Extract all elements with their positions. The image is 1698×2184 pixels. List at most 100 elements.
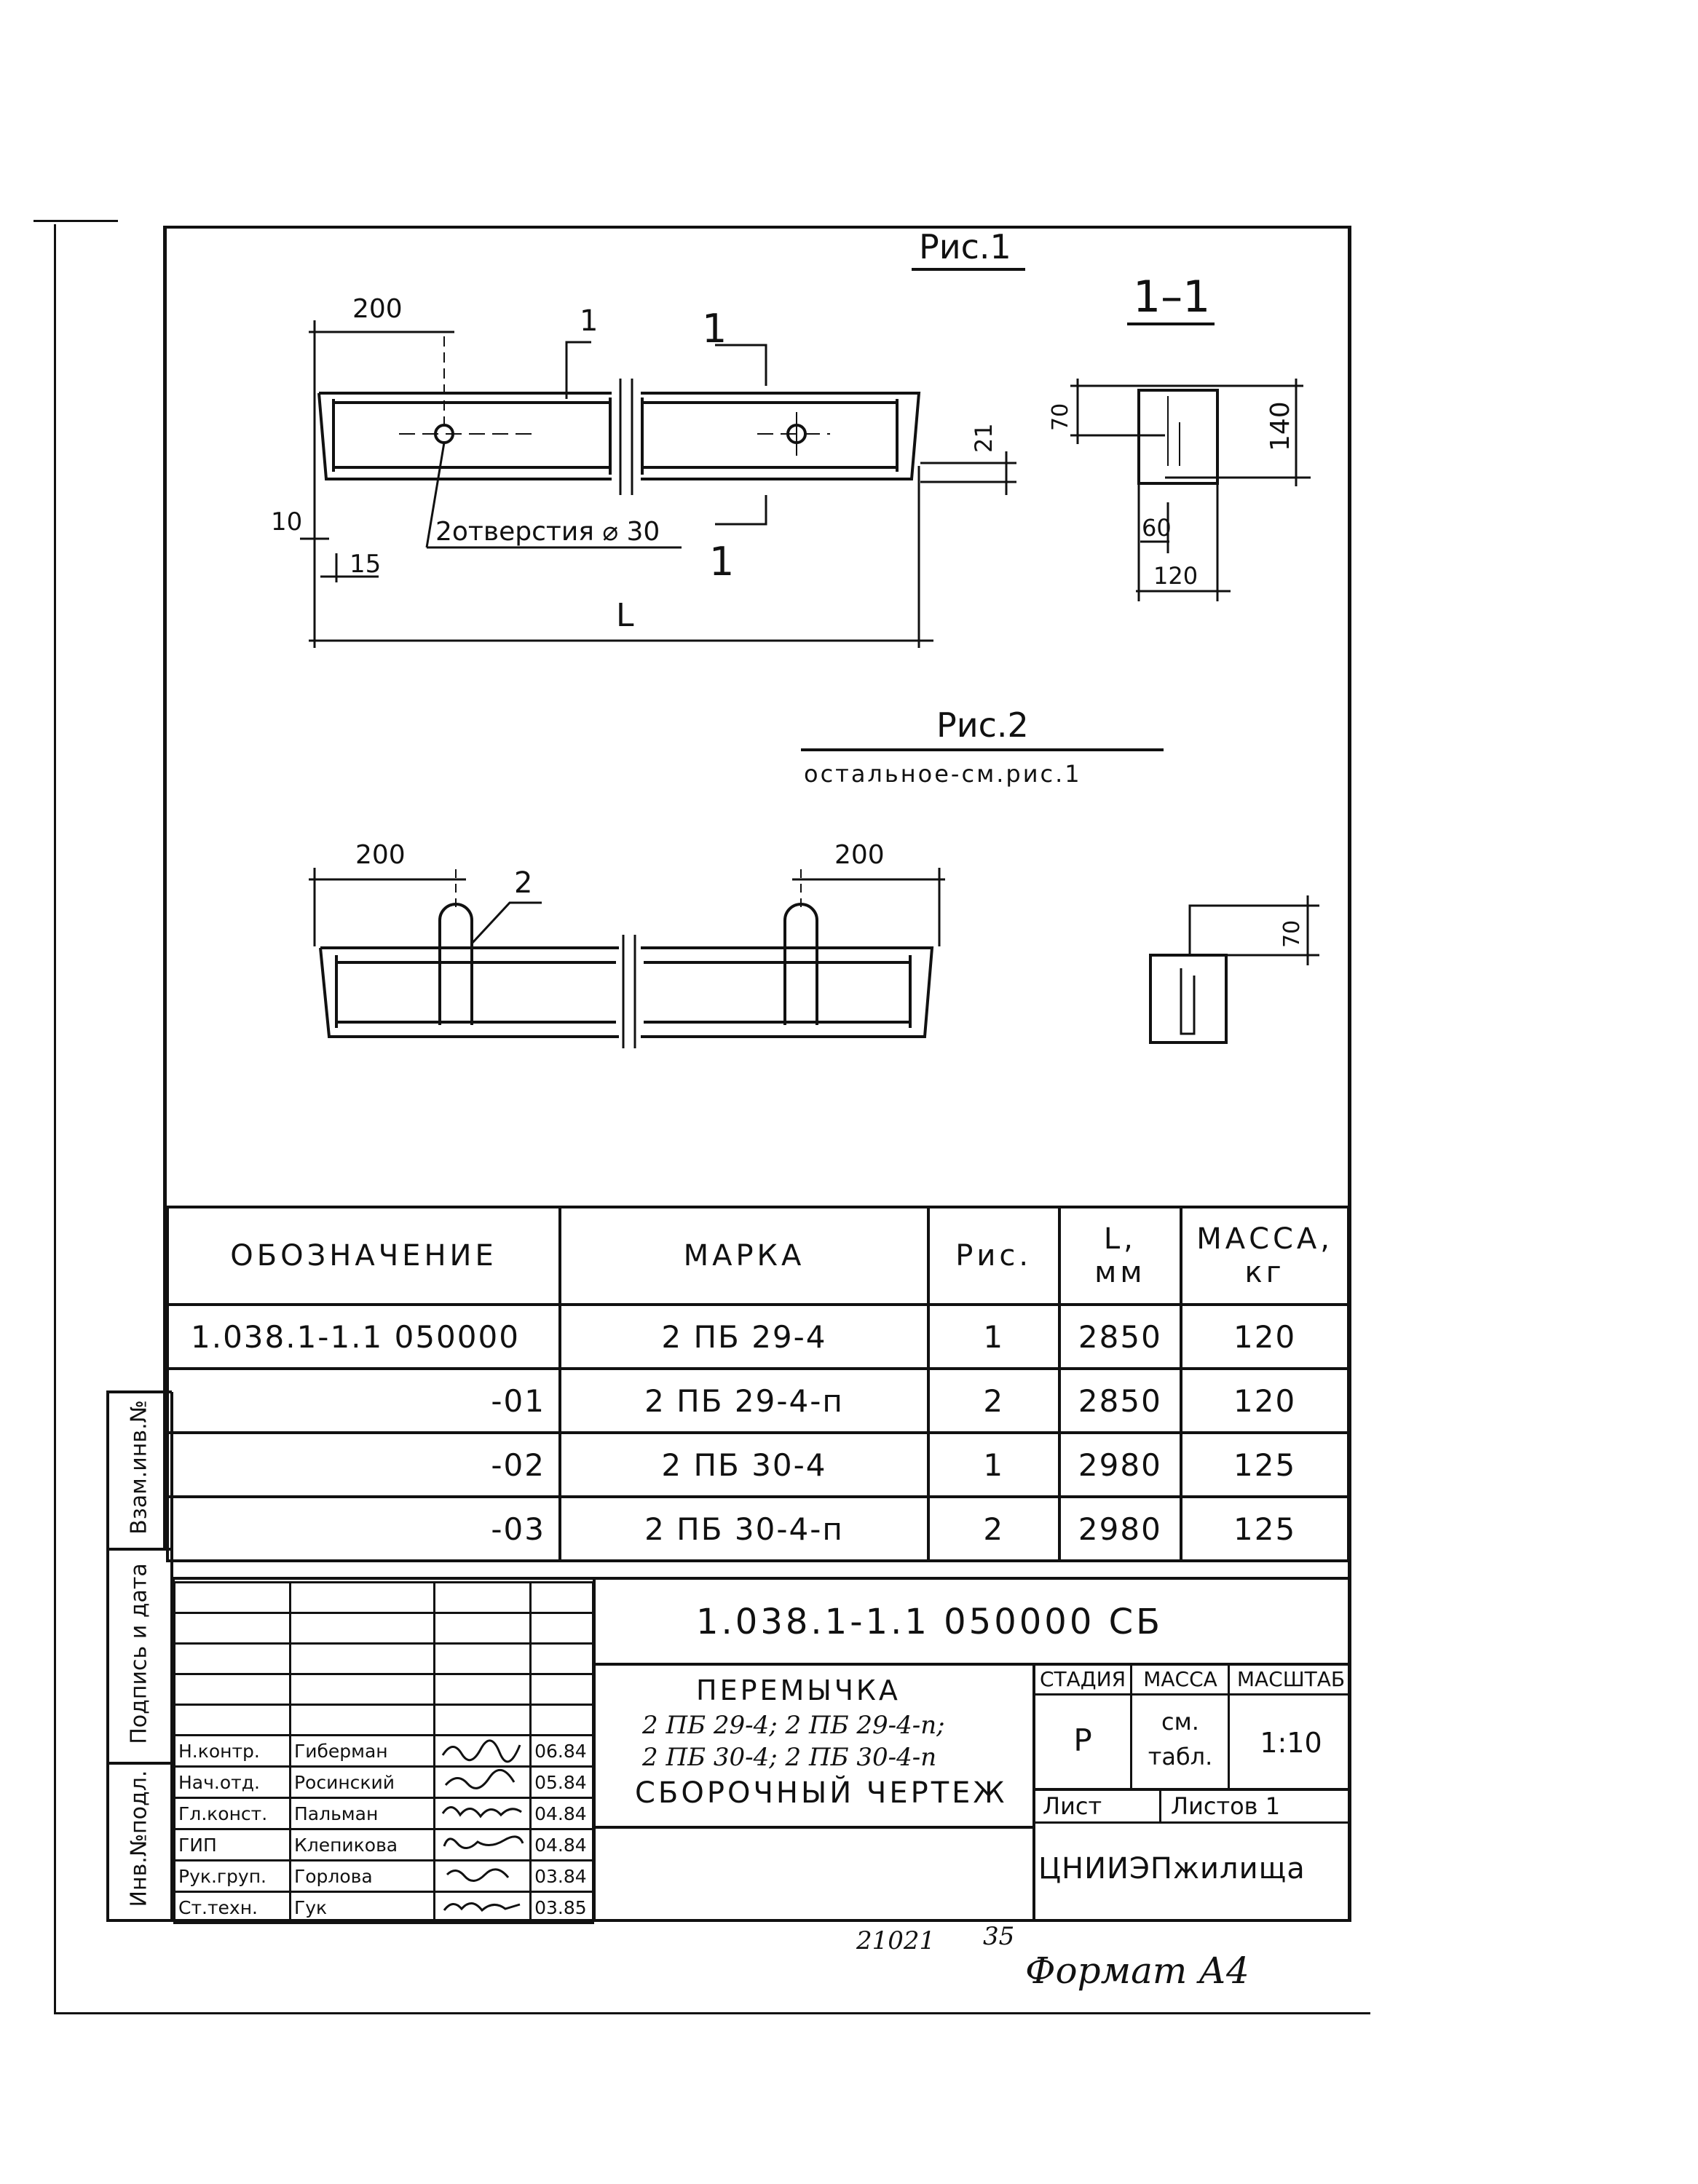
stamp-mass-header: МАССА [1143, 1667, 1217, 1691]
footer-format: Формат А4 [1025, 1950, 1249, 1992]
fig2-dim-200-right: 200 [834, 840, 885, 870]
row-fig: 2 [926, 1495, 1061, 1562]
frame-top-line [163, 226, 1350, 229]
sig-date: 04.84 [529, 1797, 594, 1830]
table-row: -02 2 ПБ 30-4 1 2980 125 [166, 1431, 1350, 1498]
footer-number: 21021 [856, 1926, 936, 1955]
stamp-divider-vertical [593, 1577, 596, 1922]
sig-date: 03.84 [529, 1859, 594, 1893]
stamp-divider-org [1032, 1821, 1351, 1824]
stamp-doc-code: 1.038.1-1.1 050000 СБ [696, 1602, 1164, 1642]
row-mark: 2 ПБ 29-4-п [558, 1367, 930, 1434]
fig1-callout-1: 1 [580, 304, 598, 338]
row-mark: 2 ПБ 30-4 [558, 1431, 930, 1498]
fig1-length-label: L [616, 597, 634, 634]
fig1-title: Рис.1 [919, 227, 1011, 266]
sig-name: Гиберман [288, 1734, 436, 1768]
row-mark: 2 ПБ 30-4-п [558, 1495, 930, 1562]
sig-date: 03.85 [529, 1891, 594, 1924]
table-row: 1.038.1-1.1 050000 2 ПБ 29-4 1 2850 120 [166, 1303, 1350, 1370]
row-length: 2980 [1057, 1431, 1183, 1498]
fig2-subtitle: остальное-см.рис.1 [804, 760, 1082, 788]
row-mass: 120 [1180, 1367, 1350, 1434]
stamp-col-sheet [1159, 1788, 1161, 1823]
sig-role: Нач.отд. [173, 1765, 291, 1799]
header-mark: МАРКА [558, 1206, 930, 1306]
table-row: -03 2 ПБ 30-4-п 2 2980 125 [166, 1495, 1350, 1562]
row-mark: 2 ПБ 29-4 [558, 1303, 930, 1370]
fig2-dim-200-left: 200 [355, 840, 406, 870]
table-row [173, 1642, 594, 1675]
side-strip-left [106, 1392, 109, 1920]
section-dim-60: 60 [1142, 514, 1172, 542]
fig1-section-label: 1–1 [1133, 272, 1210, 323]
sig-role: Рук.груп. [173, 1859, 291, 1893]
row-mass: 125 [1180, 1431, 1350, 1498]
sig-role: Ст.техн. [173, 1891, 291, 1924]
stamp-stage-value: Р [1073, 1722, 1092, 1758]
outer-top-tick [33, 220, 118, 222]
side-strip-div2 [106, 1762, 172, 1765]
stamp-title-line2: 2 ПБ 29-4; 2 ПБ 29-4-п; [642, 1711, 945, 1740]
side-label-inv-podl: Инв.№подл. [126, 1770, 152, 1907]
side-strip-div1 [106, 1548, 172, 1551]
stamp-scale-header: МАСШТАБ [1236, 1667, 1346, 1691]
table-row [173, 1612, 594, 1645]
row-length: 2980 [1057, 1495, 1183, 1562]
outer-left-line [54, 224, 56, 2012]
fig1-dim-200: 200 [352, 294, 403, 324]
sig-date: 05.84 [529, 1765, 594, 1799]
stamp-scale-value: 1:10 [1260, 1727, 1322, 1759]
row-fig: 2 [926, 1367, 1061, 1434]
stamp-col-stage [1130, 1663, 1132, 1791]
stamp-frame [172, 1577, 1351, 1922]
table-row [173, 1581, 594, 1614]
row-designation: -02 [166, 1431, 561, 1498]
stamp-divider-sheets [1032, 1788, 1351, 1791]
stamp-stage-header: СТАДИЯ [1039, 1667, 1126, 1691]
stamp-divider-headers [1032, 1693, 1351, 1696]
outer-bottom-line [54, 2012, 1370, 2014]
signature [433, 1828, 532, 1861]
signature [433, 1765, 532, 1799]
header-fig: Рис. [926, 1206, 1061, 1306]
section-dim-140: 140 [1265, 401, 1295, 451]
stamp-sheet-label: Лист [1043, 1792, 1102, 1820]
fig1-dim-10: 10 [271, 507, 302, 537]
row-designation: -01 [166, 1367, 561, 1434]
stamp-mass-value-1: см. [1161, 1708, 1199, 1736]
signature [433, 1797, 532, 1830]
stamp-sheets-label: Листов 1 [1171, 1792, 1281, 1820]
row-fig: 1 [926, 1303, 1061, 1370]
fig1-cut-bottom: 1 [709, 539, 734, 585]
row-mass: 120 [1180, 1303, 1350, 1370]
stamp-divider-code [593, 1663, 1351, 1666]
sig-date: 06.84 [529, 1734, 594, 1768]
fig1-holes-note: 2отверстия ⌀ 30 [435, 517, 660, 547]
sig-name: Горлова [288, 1859, 436, 1893]
stamp-title-line1: ПЕРЕМЫЧКА [696, 1674, 901, 1706]
fig1-cut-top: 1 [702, 306, 727, 352]
side-strip-top [106, 1390, 172, 1393]
signature [433, 1859, 532, 1893]
section-dim-120: 120 [1153, 562, 1198, 590]
row-mass: 125 [1180, 1495, 1350, 1562]
header-mass: МАССА, кг [1180, 1206, 1350, 1306]
stamp-title-line3: 2 ПБ 30-4; 2 ПБ 30-4-п [642, 1743, 937, 1772]
drawing-area: Рис.1 1–1 1 1 1 2отверстия ⌀ 30 [271, 227, 1319, 1048]
side-label-sign-date: Подпись и дата [126, 1563, 152, 1744]
row-length: 2850 [1057, 1303, 1183, 1370]
table-row: -01 2 ПБ 29-4-п 2 2850 120 [166, 1367, 1350, 1434]
sig-name: Клепикова [288, 1828, 436, 1861]
stamp-col-mass [1228, 1663, 1230, 1791]
fig2-beam [319, 869, 934, 1048]
frame-left-line [163, 227, 167, 1551]
fig1-beam [317, 336, 921, 495]
table-row: Рук.груп.Горлова 03.84 [173, 1859, 594, 1893]
row-designation: 1.038.1-1.1 050000 [166, 1303, 561, 1370]
